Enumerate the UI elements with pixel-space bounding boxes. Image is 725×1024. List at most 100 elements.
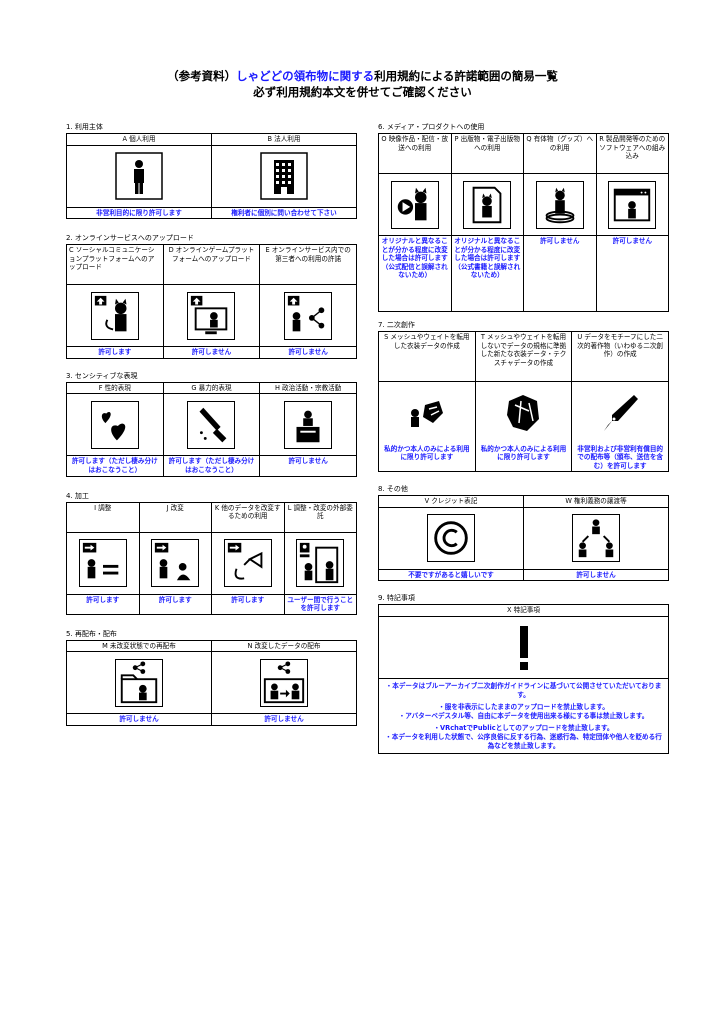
note-3: ・アバターベデスタル等、自由に本データを使用出来る様にする事は禁止致します。: [398, 711, 649, 720]
header-n: N 改変したデータの配布: [211, 639, 357, 653]
upload-cat-icon: [90, 291, 139, 340]
icon-cell-k: [211, 531, 285, 595]
header-s: S メッシュやウェイトを転用した衣装データの作成: [378, 331, 476, 382]
icon-cell-w: [523, 506, 669, 570]
section-8-label: 8. その他: [378, 485, 408, 494]
result-b: 権利者に個別に問い合わせて下さい: [211, 206, 357, 220]
header-d: D オンラインゲームプラットフォームへのアップロード: [162, 244, 261, 286]
section-6-label: 6. メディア・プロダクトへの使用: [378, 123, 485, 131]
header-g: G 暴力的表現: [162, 381, 261, 395]
adjust-equals-icon: [78, 539, 127, 588]
header-k: K 他のデータを改変するための利用: [211, 501, 285, 533]
section-5-label: 5. 再配布・配布: [66, 629, 117, 638]
section-7-table: S メッシュやウェイトを転用した衣装データの作成 T メッシュやウェイトを転用し…: [378, 331, 669, 473]
section-2-table: C ソーシャルコミュニケーションプラットフォームへのアップロード D オンライン…: [66, 244, 357, 359]
result-r: 許可しません: [595, 235, 669, 312]
header-h: H 政治活動・宗教活動: [259, 381, 357, 395]
result-l: ユーザー間で行うことを許可します: [283, 593, 357, 615]
section-8: 8. その他 V クレジット表記 W 権利義務の譲渡等 不要: [378, 484, 669, 582]
result-w: 許可しません: [523, 568, 669, 582]
result-e: 許可しません: [259, 346, 357, 359]
section-2-label: 2. オンラインサービスへのアップロード: [66, 234, 194, 243]
result-g: 許可します（ただし棲み分けはおこなうこと）: [162, 455, 261, 477]
texture-icon: [499, 389, 547, 437]
result-o: オリジナルと異なることが分かる程度に改変した場合は許可します（公式配信と誤解され…: [378, 235, 452, 312]
icon-cell-f: [66, 393, 164, 457]
modify-icon: [151, 539, 200, 588]
icon-cell-d: [162, 284, 261, 348]
copyright-icon: [427, 514, 475, 563]
header-v: V クレジット表記: [378, 495, 524, 508]
section-3: 3. センシティブな表現 F 性的表現 G 暴力的表現 H 政治活動・宗教活動: [66, 371, 357, 477]
podium-icon: [284, 400, 333, 449]
header-a: A 個人利用: [66, 133, 212, 146]
share-cat-icon: [284, 291, 333, 340]
title-line-1: （参考資料）しゃどどの領布物に関する利用規約による許諾範囲の簡易一覧: [0, 68, 725, 84]
video-play-icon: [390, 180, 439, 229]
title-part-1: （参考資料）: [167, 69, 237, 83]
result-d: 許可しません: [162, 346, 261, 359]
icon-cell-b: [211, 144, 357, 208]
section-5: 5. 再配布・配布 M 未改変状態での再配布 N 改変したデータの配布: [66, 629, 357, 726]
software-window-icon: [608, 180, 657, 229]
icon-cell-l: [283, 531, 357, 595]
section-9-table: X 特記事項 ・本データはブルーアーカイブ二次創作ガイドラインに基づいて公開させ…: [378, 604, 669, 755]
section-7-label: 7. 二次創作: [378, 321, 415, 329]
result-f: 許可します（ただし棲み分けはおこなうこと）: [66, 455, 164, 477]
redistribute-icon: [115, 658, 163, 707]
icon-cell-i: [66, 531, 140, 595]
section-3-label: 3. センシティブな表現: [66, 371, 138, 380]
distribute-modified-icon: [260, 658, 308, 707]
section-4-table: I 調整 J 改変 K 他のデータを改変するための利用 L 調整・改変の外部委託: [66, 501, 357, 615]
header-o: O 映像作品・配信・放送への利用: [378, 133, 452, 174]
result-k: 許可します: [211, 593, 285, 615]
icon-cell-p: [450, 173, 524, 236]
result-v: 不要ですがあると嬉しいです: [378, 568, 524, 582]
note-4: ・VRchatでPublicとしてのアップロードを禁止致します。 ・本データを利…: [385, 724, 662, 750]
special-notes: ・本データはブルーアーカイブ二次創作ガイドラインに基づいて公開させていただいてお…: [378, 678, 669, 755]
section-5-table: M 未改変状態での再配布 N 改変したデータの配布 許可しません 許可しません: [66, 639, 357, 726]
icon-cell-o: [378, 173, 452, 236]
section-1: 1. 利用主体 A 個人利用 B 法人利用 非営利目的に限り: [66, 122, 357, 220]
icon-cell-m: [66, 651, 212, 715]
person-icon: [115, 152, 163, 200]
section-2: 2. オンラインサービスへのアップロード C ソーシャルコミュニケーションプラッ…: [66, 233, 357, 359]
result-a: 非営利目的に限り許可します: [66, 206, 212, 220]
result-h: 許可しません: [259, 455, 357, 477]
ribbon-icon: [223, 539, 272, 588]
result-n: 許可しません: [211, 713, 357, 726]
result-j: 許可します: [138, 593, 212, 615]
section-4: 4. 加工 I 調整 J 改変 K 他のデータを改変するための利用 L 調整・改…: [66, 491, 357, 615]
header-f: F 性的表現: [66, 381, 164, 395]
header-q: Q 有体物（グッズ）への利用: [523, 133, 597, 174]
header-e: E オンラインサービス内での第三者への利用の許諾: [259, 244, 357, 286]
icon-cell-s: [378, 381, 476, 444]
section-9-label: 9. 特記事項: [378, 594, 415, 603]
publication-icon: [463, 180, 512, 229]
result-i: 許可します: [66, 593, 140, 615]
icon-cell-v: [378, 506, 524, 570]
icon-cell-a: [66, 144, 212, 208]
icon-cell-t: [474, 381, 573, 444]
header-u: U データをモチーフにした二次的著作物（いわゆる二次創作）の作成: [571, 331, 669, 382]
title-line-2: 必ず利用規約本文を併せてご確認ください: [253, 85, 472, 99]
header-r: R 製品開発等のためのソフトウェアへの組み込み: [595, 133, 669, 174]
pen-nib-icon: [596, 389, 644, 437]
knife-icon: [187, 400, 236, 449]
icon-cell-x: [378, 616, 669, 680]
page-title: （参考資料）しゃどどの領布物に関する利用規約による許諾範囲の簡易一覧 必ず利用規…: [0, 68, 725, 100]
figure-goods-icon: [535, 180, 584, 229]
exclamation-icon: [500, 624, 548, 672]
header-x: X 特記事項: [378, 604, 669, 618]
left-column: 1. 利用主体 A 個人利用 B 法人利用 非営利目的に限り: [66, 122, 357, 738]
section-6-table: O 映像作品・配信・放送への利用 P 出版物・電子出版物への利用 Q 有体物（グ…: [378, 133, 669, 312]
result-c: 許可します: [66, 346, 164, 359]
right-column: 6. メディア・プロダクトへの使用 O 映像作品・配信・放送への利用 P 出版物…: [378, 122, 669, 766]
result-t: 私的かつ本人のみによる利用に限り許可します: [474, 443, 573, 473]
header-p: P 出版物・電子出版物への利用: [450, 133, 524, 174]
header-i: I 調整: [66, 501, 140, 533]
icon-cell-r: [595, 173, 669, 236]
title-part-3: 利用規約による許諾範囲の簡易一覧: [374, 69, 558, 83]
note-2: ・服を非表示にしたままのアップロードを禁止致します。: [438, 703, 609, 712]
header-w: W 権利義務の譲渡等: [523, 495, 669, 508]
